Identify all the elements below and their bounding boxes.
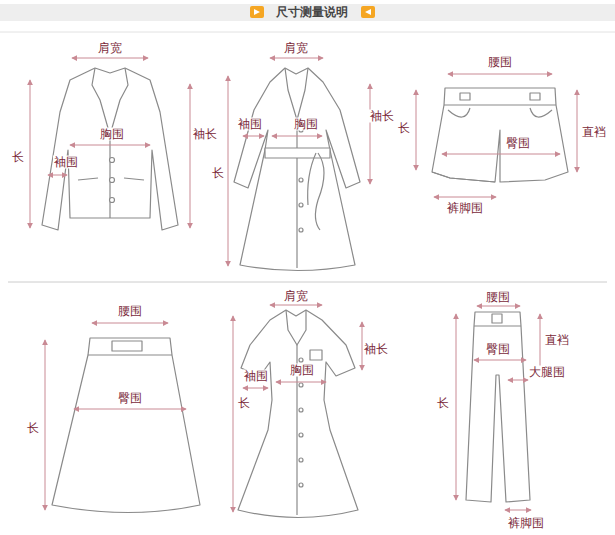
measurement-label: 肩宽 xyxy=(283,42,309,55)
measurement-label: 袖长 xyxy=(192,128,218,141)
measurement-label: 肩宽 xyxy=(283,290,309,303)
trousers xyxy=(466,312,530,502)
chart-title: 尺寸测量说明 xyxy=(273,5,351,19)
rule xyxy=(0,32,615,33)
measurement-label: 袖围 xyxy=(237,118,263,131)
shirt-dress xyxy=(238,310,358,518)
measurement-label: 腰围 xyxy=(485,291,511,304)
measurement-label: 长 xyxy=(211,167,225,180)
measurement-label: 胸围 xyxy=(99,128,125,141)
measurement-label: 长 xyxy=(397,122,411,135)
shorts xyxy=(432,88,568,182)
measurement-label: 长 xyxy=(11,151,25,164)
measurement-label: 裤脚围 xyxy=(507,517,545,530)
measurement-label: 臀围 xyxy=(117,392,143,405)
measurement-label: 袖长 xyxy=(363,343,389,356)
dimension-lines xyxy=(30,58,577,512)
measurement-label: 肩宽 xyxy=(97,42,123,55)
separator xyxy=(8,282,607,283)
measurement-label: 臀围 xyxy=(485,343,511,356)
jacket xyxy=(42,68,178,230)
measurement-label: 臀围 xyxy=(505,137,531,150)
skirt xyxy=(52,338,200,513)
arrow-icon xyxy=(361,6,375,18)
measurement-label: 袖围 xyxy=(53,156,79,169)
measurement-label: 直裆 xyxy=(581,126,607,139)
measurement-label: 直裆 xyxy=(544,334,570,347)
measurement-label: 腰围 xyxy=(487,56,513,69)
measurement-label: 裤脚围 xyxy=(446,202,484,215)
measurement-label: 腰围 xyxy=(117,305,143,318)
measurement-label: 大腿围 xyxy=(528,366,566,379)
measurement-label: 袖围 xyxy=(243,370,269,383)
title-bar xyxy=(0,4,615,21)
arrow-icon xyxy=(250,6,264,18)
measurement-label: 长 xyxy=(436,397,450,410)
measurement-label: 胸围 xyxy=(289,364,315,377)
measurement-label: 长 xyxy=(237,397,251,410)
trench-coat xyxy=(234,68,360,271)
measurement-label: 胸围 xyxy=(293,118,319,131)
measurement-label: 长 xyxy=(26,422,40,435)
measurement-label: 袖长 xyxy=(369,110,395,123)
